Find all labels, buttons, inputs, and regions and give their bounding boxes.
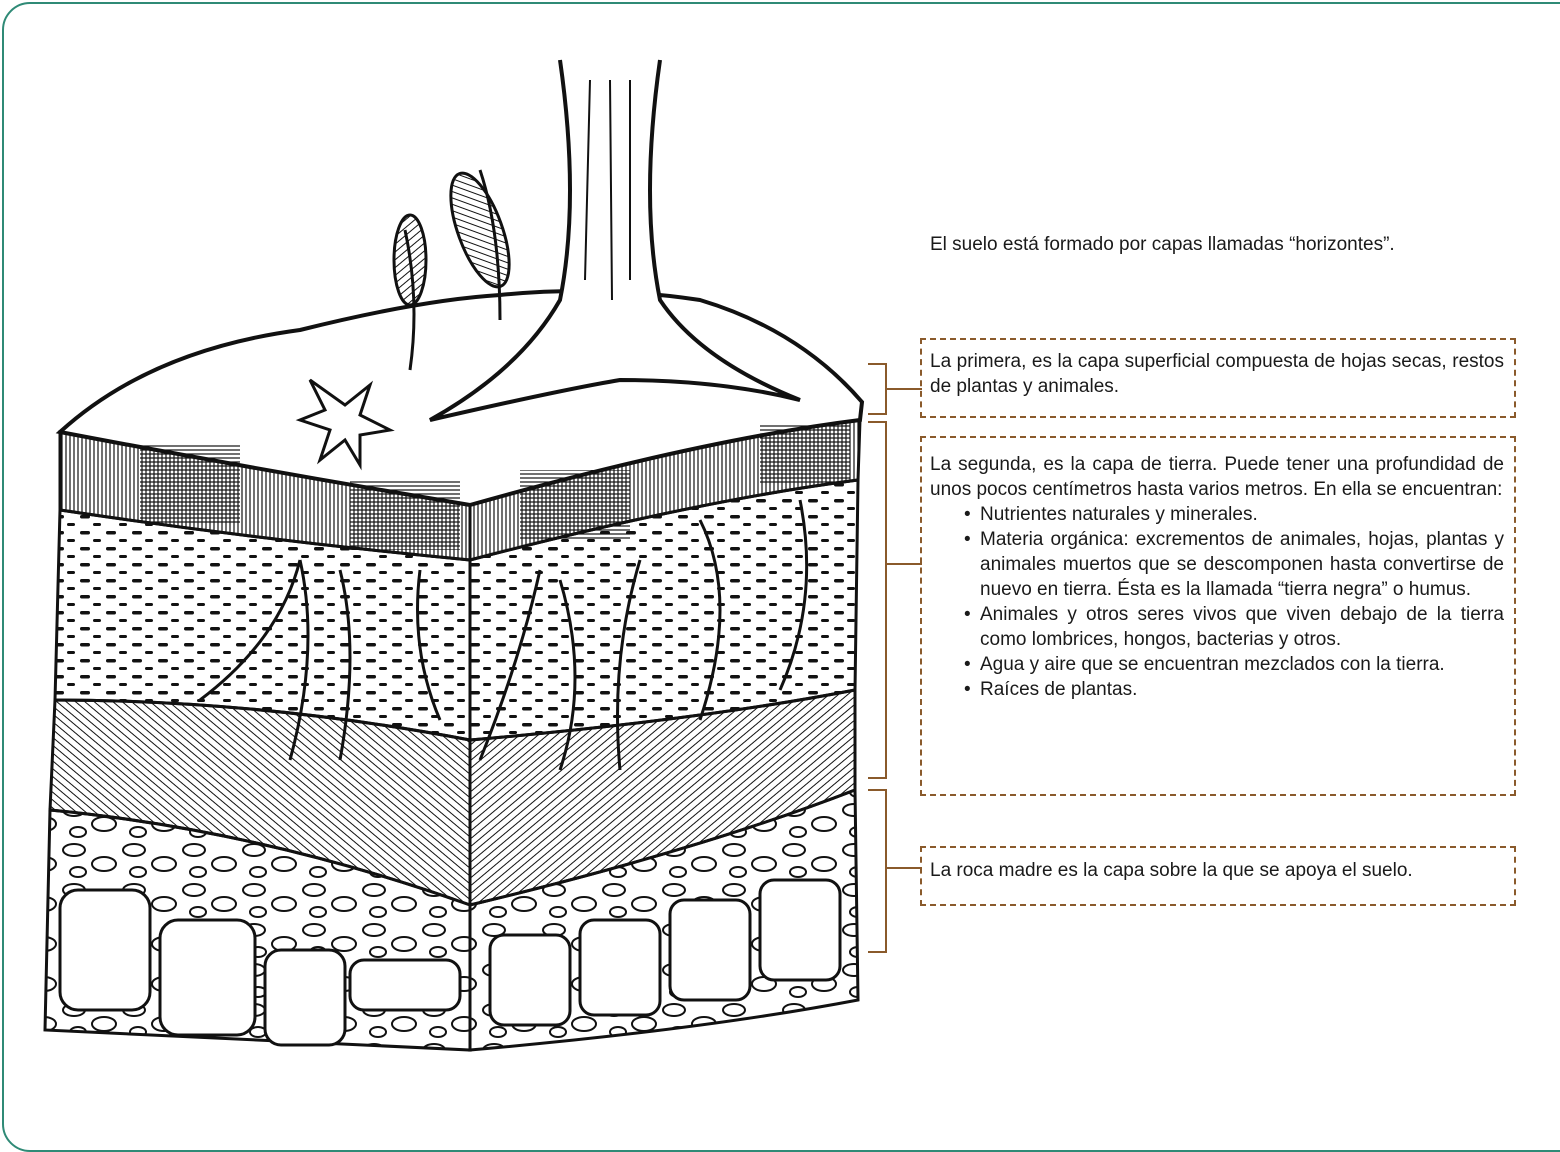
intro-text: El suelo está formado por capas llamadas… bbox=[930, 234, 1395, 255]
layer-1-text: La primera, es la capa superficial compu… bbox=[930, 351, 1504, 397]
soil-layers-illustration bbox=[43, 59, 865, 1052]
list-item: Raíces de plantas. bbox=[956, 677, 1504, 702]
bracket-layer-2 bbox=[868, 421, 922, 779]
layer-2-box: La segunda, es la capa de tierra. Puede … bbox=[920, 436, 1516, 796]
layer-2-list: Nutrientes naturales y minerales. Materi… bbox=[930, 502, 1504, 702]
list-item: Animales y otros seres vivos que viven d… bbox=[956, 602, 1504, 652]
bracket-layer-1 bbox=[868, 363, 922, 415]
list-item: Materia orgánica: excrementos de animale… bbox=[956, 527, 1504, 602]
layer-3-text: La roca madre es la capa sobre la que se… bbox=[930, 860, 1413, 881]
layer-3-box: La roca madre es la capa sobre la que se… bbox=[920, 846, 1516, 906]
layer-1-box: La primera, es la capa superficial compu… bbox=[920, 338, 1516, 418]
layer-2-text: La segunda, es la capa de tierra. Puede … bbox=[930, 454, 1504, 500]
bracket-layer-3 bbox=[868, 789, 922, 953]
list-item: Nutrientes naturales y minerales. bbox=[956, 502, 1504, 527]
list-item: Agua y aire que se encuentran mezclados … bbox=[956, 652, 1504, 677]
